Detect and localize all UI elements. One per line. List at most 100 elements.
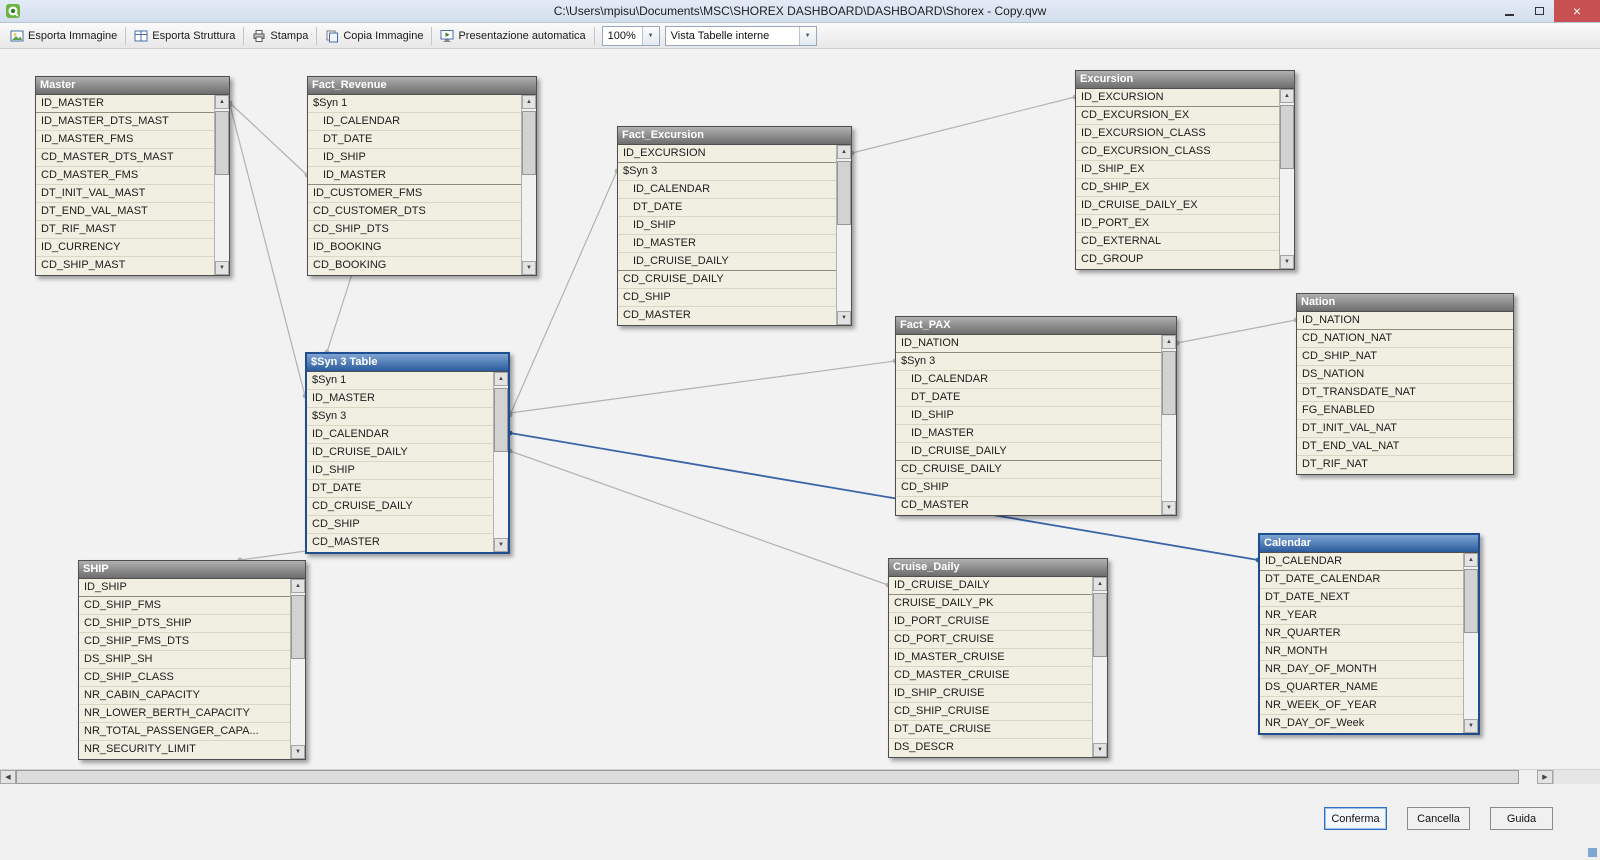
table-header[interactable]: Fact_Excursion xyxy=(618,127,851,145)
field-row[interactable]: ID_CRUISE_DAILY xyxy=(889,577,1092,595)
view-mode-select[interactable]: Vista Tabelle interne ▼ xyxy=(664,25,817,46)
field-row[interactable]: ID_CRUISE_DAILY xyxy=(618,253,836,271)
field-row[interactable]: DT_RIF_MAST xyxy=(36,221,214,239)
scroll-down-button[interactable]: ▼ xyxy=(291,745,305,759)
field-row[interactable]: CD_SHIP_FMS xyxy=(79,597,290,615)
field-row[interactable]: ID_CRUISE_DAILY xyxy=(896,443,1161,461)
field-row[interactable]: NR_MONTH xyxy=(1260,643,1463,661)
field-row[interactable]: DT_INIT_VAL_NAT xyxy=(1297,420,1513,438)
connection-line[interactable] xyxy=(1174,317,1299,346)
table-header[interactable]: $Syn 3 Table xyxy=(307,354,508,372)
connection-line[interactable] xyxy=(227,100,310,178)
field-row[interactable]: ID_SHIP xyxy=(307,462,493,480)
field-row[interactable]: ID_CALENDAR xyxy=(1260,553,1463,571)
field-row[interactable]: ID_CALENDAR xyxy=(618,181,836,199)
field-row[interactable]: DT_END_VAL_MAST xyxy=(36,203,214,221)
field-row[interactable]: FG_ENABLED xyxy=(1297,402,1513,420)
field-row[interactable]: NR_CABIN_CAPACITY xyxy=(79,687,290,705)
field-row[interactable]: CD_SHIP xyxy=(896,479,1161,497)
field-row[interactable]: CD_SHIP_DTS_SHIP xyxy=(79,615,290,633)
scroll-down-button[interactable]: ▼ xyxy=(1464,719,1478,733)
scroll-up-button[interactable]: ▲ xyxy=(291,579,305,593)
scroll-track[interactable] xyxy=(522,109,536,261)
field-row[interactable]: DT_DATE_CRUISE xyxy=(889,721,1092,739)
field-row[interactable]: DT_DATE xyxy=(896,389,1161,407)
scroll-up-button[interactable]: ▲ xyxy=(215,95,229,109)
field-row[interactable]: DT_DATE_CALENDAR xyxy=(1260,571,1463,589)
auto-presentation-button[interactable]: Presentazione automatica xyxy=(434,25,591,47)
field-row[interactable]: NR_DAY_OF_Week xyxy=(1265,717,1365,729)
export-structure-button[interactable]: Esporta Struttura xyxy=(128,25,241,47)
table-header[interactable]: Master xyxy=(36,77,229,95)
table-scrollbar[interactable]: ▲▼ xyxy=(521,95,536,275)
field-row[interactable]: NR_SECURITY_LIMIT xyxy=(84,743,196,755)
field-row[interactable]: $Syn 3 xyxy=(307,408,493,426)
scroll-left-button[interactable]: ◀ xyxy=(0,770,16,784)
scroll-up-button[interactable]: ▲ xyxy=(494,372,508,386)
field-row[interactable]: ID_MASTER xyxy=(896,425,1161,443)
field-row[interactable]: CD_CRUISE_DAILY xyxy=(618,271,836,289)
table-header[interactable]: Fact_Revenue xyxy=(308,77,536,95)
scroll-thumb[interactable] xyxy=(494,388,508,452)
field-row[interactable]: ID_MASTER_DTS_MAST xyxy=(36,113,214,131)
field-row[interactable]: CD_SHIP_DTS xyxy=(308,221,521,239)
horizontal-scrollbar[interactable]: ◀ ▶ xyxy=(0,769,1600,784)
titlebar[interactable]: C:\Users\mpisu\Documents\MSC\SHOREX DASH… xyxy=(0,0,1600,23)
scroll-up-button[interactable]: ▲ xyxy=(1280,89,1294,103)
scroll-track[interactable] xyxy=(215,109,229,261)
field-row[interactable]: CD_NATION_NAT xyxy=(1297,330,1513,348)
maximize-button[interactable] xyxy=(1524,0,1554,22)
field-row[interactable]: NR_WEEK_OF_YEAR xyxy=(1260,697,1463,715)
table-scrollbar[interactable]: ▲▼ xyxy=(290,579,305,759)
field-row[interactable]: ID_CALENDAR xyxy=(308,113,521,131)
field-row[interactable]: ID_MASTER_FMS xyxy=(36,131,214,149)
field-row[interactable]: CD_CRUISE_DAILY xyxy=(307,498,493,516)
table-scrollbar[interactable]: ▲▼ xyxy=(1463,553,1478,733)
field-row[interactable]: CD_MASTER xyxy=(312,536,380,548)
scroll-track[interactable] xyxy=(291,593,305,745)
scroll-track[interactable] xyxy=(1162,349,1176,501)
field-row[interactable]: DT_RIF_NAT xyxy=(1302,458,1368,470)
field-row[interactable]: $Syn 1 xyxy=(307,372,493,390)
scroll-up-button[interactable]: ▲ xyxy=(837,145,851,159)
copy-image-button[interactable]: Copia Immagine xyxy=(319,25,429,47)
field-row[interactable]: CD_EXCURSION_EX xyxy=(1076,107,1279,125)
hscroll-thumb[interactable] xyxy=(16,770,1519,784)
field-row[interactable]: ID_MASTER xyxy=(307,390,493,408)
field-row[interactable]: NR_LOWER_BERTH_CAPACITY xyxy=(79,705,290,723)
scroll-down-button[interactable]: ▼ xyxy=(1280,255,1294,269)
field-row[interactable]: ID_CALENDAR xyxy=(896,371,1161,389)
scroll-up-button[interactable]: ▲ xyxy=(522,95,536,109)
scroll-thumb[interactable] xyxy=(837,161,851,225)
chevron-down-icon[interactable]: ▼ xyxy=(798,26,816,45)
field-row[interactable]: ID_EXCURSION_CLASS xyxy=(1076,125,1279,143)
scroll-down-button[interactable]: ▼ xyxy=(837,311,851,325)
scroll-track[interactable] xyxy=(837,159,851,311)
field-row[interactable]: ID_SHIP xyxy=(308,149,521,167)
print-button[interactable]: Stampa xyxy=(246,25,314,47)
table-header[interactable]: Cruise_Daily xyxy=(889,559,1107,577)
table-scrollbar[interactable]: ▲▼ xyxy=(1279,89,1294,269)
minimize-button[interactable] xyxy=(1494,0,1524,22)
field-row[interactable]: CD_SHIP xyxy=(307,516,493,534)
table-header[interactable]: Fact_PAX xyxy=(896,317,1176,335)
table-scrollbar[interactable]: ▲▼ xyxy=(1092,577,1107,757)
table-scrollbar[interactable]: ▲▼ xyxy=(493,372,508,552)
scroll-down-button[interactable]: ▼ xyxy=(1162,501,1176,515)
scroll-track[interactable] xyxy=(494,386,508,538)
field-row[interactable]: CD_EXCURSION_CLASS xyxy=(1076,143,1279,161)
scroll-track[interactable] xyxy=(1093,591,1107,743)
scroll-thumb[interactable] xyxy=(1162,351,1176,415)
scroll-thumb[interactable] xyxy=(1280,105,1294,169)
connection-line[interactable] xyxy=(849,94,1078,156)
field-row[interactable]: DT_END_VAL_NAT xyxy=(1297,438,1513,456)
field-row[interactable]: ID_MASTER_CRUISE xyxy=(889,649,1092,667)
field-row[interactable]: ID_EXCURSION xyxy=(1076,89,1279,107)
field-row[interactable]: CD_MASTER xyxy=(623,309,691,321)
field-row[interactable]: ID_MASTER xyxy=(36,95,214,113)
field-row[interactable]: DS_NATION xyxy=(1297,366,1513,384)
field-row[interactable]: CD_SHIP_FMS_DTS xyxy=(79,633,290,651)
